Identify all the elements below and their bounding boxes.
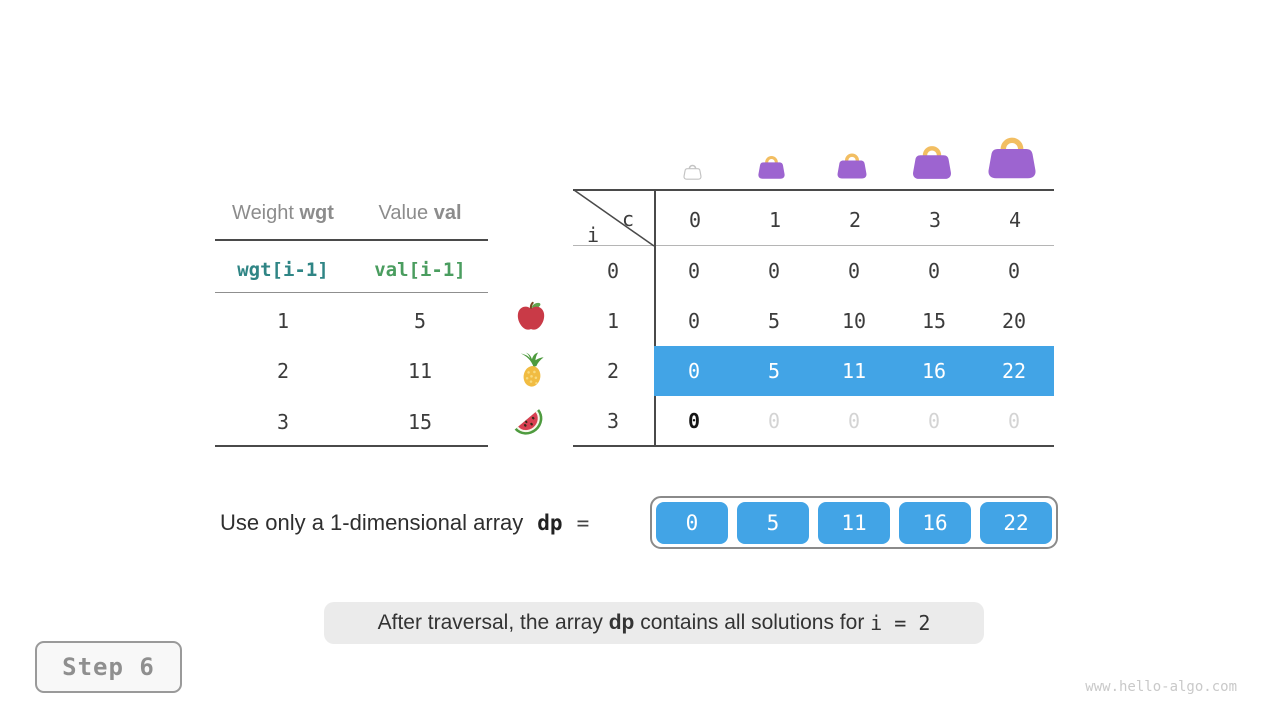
dp-cell: 5 [767,309,781,333]
row-label: 3 [606,409,620,433]
dp-array-text: Use only a 1-dimensional array [220,510,524,535]
dp-array-cell: 22 [980,501,1052,544]
items-table-formula-divider [215,292,488,293]
item2-weight: 2 [276,359,290,383]
row-label: 2 [606,359,620,383]
row-cells: 0 0 0 0 0 [654,396,1054,446]
item3-weight: 3 [276,410,290,434]
caption-text: contains all solutions for [634,611,871,634]
apple-icon [517,301,545,330]
weight-column-header: Weight wgt [215,200,351,226]
dp-array-cell: 16 [899,501,971,544]
dp-row-2-highlighted: 2 0 5 11 16 22 [573,346,1054,396]
dp-row-1: 1 0 5 10 15 20 [573,296,1054,346]
item1-value: 5 [413,309,427,333]
items-table-bottom-divider [215,445,488,447]
dp-row-3: 3 0 0 0 0 0 [573,396,1054,446]
dp-table-top-border [573,189,1054,191]
value-column-header: Value val [352,200,488,226]
dp-array-cell: 0 [656,501,728,544]
col-header: 4 [1008,208,1022,232]
row-label: 1 [606,309,620,333]
dp-cell: 11 [841,359,867,383]
item1-weight: 1 [276,309,290,333]
step-badge: Step 6 [35,641,182,693]
corner-col-label: c [622,207,634,231]
handbag-size-3-icon [913,146,951,179]
dp-cell-pending: 0 [847,409,861,433]
watermelon-icon [514,409,543,435]
handbag-empty-icon [683,164,702,180]
col-header: 0 [688,208,702,232]
items-table-header-divider [215,239,488,241]
dp-variable: dp [537,511,563,535]
dp-cell: 15 [921,309,947,333]
dp-table-corner-cell: c i [573,189,655,247]
equals-sign: = [576,511,590,535]
dp-cell: 20 [1001,309,1027,333]
dp-array-cell: 5 [737,501,809,544]
handbag-size-4-icon [988,137,1036,179]
dp-cell: 16 [921,359,947,383]
item2-value: 11 [407,359,433,383]
dp-cell-pending: 0 [767,409,781,433]
pineapple-icon [520,352,544,387]
row-label: 0 [606,259,620,283]
dp-cell-pending: 0 [1007,409,1021,433]
dp-cell: 22 [1001,359,1027,383]
val-code: val [433,202,462,224]
item3-value: 15 [407,410,433,434]
handbag-size-1-icon [758,156,785,179]
dp-cell: 0 [767,259,781,283]
dp-table-bottom-border [573,445,1054,447]
dp-array-cell: 11 [818,501,890,544]
val-formula: val[i-1] [374,259,466,281]
dp-cell: 0 [1007,259,1021,283]
value-label: Value [378,202,434,224]
dp-cell-computed: 0 [687,409,701,433]
dp-column-headers: 0 1 2 3 4 [655,196,1055,244]
dp-cell: 0 [927,259,941,283]
caption-text: After traversal, the array [377,611,609,634]
dp-cell: 0 [847,259,861,283]
dp-cell: 0 [687,359,701,383]
dp-cell: 5 [767,359,781,383]
dp-cell: 0 [687,309,701,333]
site-watermark: www.hello-algo.com [1085,679,1237,695]
dp-table-vertical-border [654,190,656,446]
weight-label: Weight [232,202,300,224]
col-header: 2 [848,208,862,232]
dp-cell-pending: 0 [927,409,941,433]
dp-array-container: 0 5 11 16 22 [650,496,1058,549]
dp-table-header-divider [573,245,1054,246]
caption-i-code: i = 2 [870,611,931,635]
corner-row-label: i [587,223,599,247]
col-header: 3 [928,208,942,232]
step-description: After traversal, the array dp contains a… [324,602,984,644]
dp-array-caption: Use only a 1-dimensional array dp = [220,508,589,538]
wgt-code: wgt [299,202,334,224]
dp-cell: 0 [687,259,701,283]
caption-dp-code: dp [608,611,635,634]
dp-cell: 10 [841,309,867,333]
col-header: 1 [768,208,782,232]
dp-row-0: 0 0 0 0 0 0 [573,246,1054,296]
row-cells: 0 5 10 15 20 [654,296,1054,346]
wgt-formula: wgt[i-1] [237,259,329,281]
row-cells: 0 0 0 0 0 [654,246,1054,296]
handbag-size-2-icon [837,153,867,179]
row-cells-highlighted: 0 5 11 16 22 [654,346,1054,396]
